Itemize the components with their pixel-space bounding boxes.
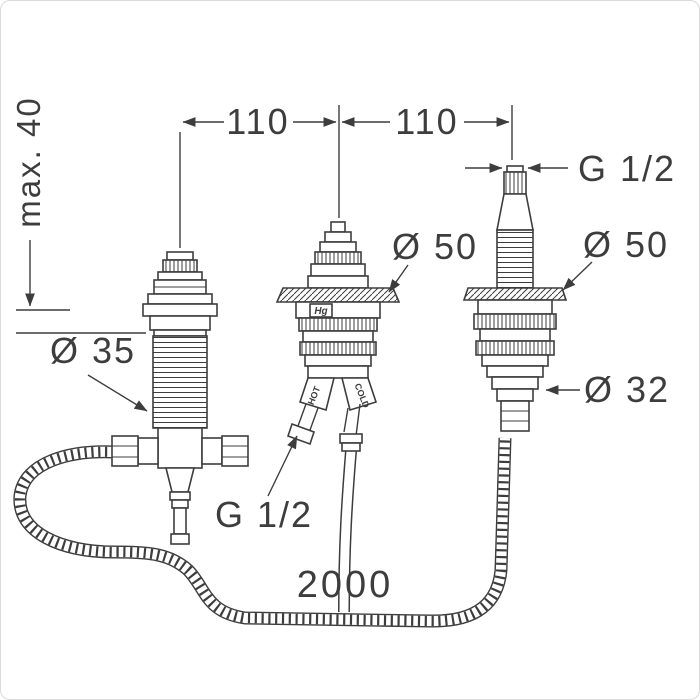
dim-d50-right: Ø 50 bbox=[562, 224, 669, 291]
escutcheon-flange bbox=[275, 287, 401, 303]
dim-hose-length-label: 2000 bbox=[297, 564, 394, 606]
dim-d50-mid-label: Ø 50 bbox=[392, 226, 478, 267]
dim-max40-label: max. 40 bbox=[10, 96, 47, 227]
dim-d32: Ø 32 bbox=[545, 369, 670, 410]
brand-logo: Hg bbox=[314, 306, 327, 317]
dim-max40: max. 40 bbox=[10, 96, 146, 334]
dim-d50-mid: Ø 50 bbox=[388, 226, 478, 293]
thermostat-cartridge: Hg HOT COLD bbox=[275, 221, 401, 452]
dim-d35-label: Ø 35 bbox=[50, 330, 136, 371]
dim-d32-label: Ø 32 bbox=[584, 369, 670, 410]
dim-110-right-label: 110 bbox=[395, 101, 458, 142]
dim-d35: Ø 35 bbox=[50, 330, 148, 412]
dim-hose-length: 2000 bbox=[297, 564, 394, 606]
dim-110-left: 110 bbox=[179, 101, 340, 248]
dim-g12-bottom: G 1/2 bbox=[215, 435, 313, 535]
dim-g12-top-label: G 1/2 bbox=[578, 148, 676, 189]
escutcheon-flange-right bbox=[462, 287, 568, 301]
dim-g12-bottom-label: G 1/2 bbox=[215, 494, 313, 535]
left-valve-assembly bbox=[111, 251, 249, 545]
dim-110-left-label: 110 bbox=[226, 101, 289, 142]
hot-hose-connector bbox=[286, 422, 316, 446]
shower-connection-assembly bbox=[462, 165, 568, 432]
dim-110-right: 110 bbox=[341, 101, 513, 160]
dim-g12-top: G 1/2 bbox=[465, 148, 676, 189]
dim-d50-right-label: Ø 50 bbox=[583, 224, 669, 265]
supply-hose bbox=[338, 450, 357, 613]
